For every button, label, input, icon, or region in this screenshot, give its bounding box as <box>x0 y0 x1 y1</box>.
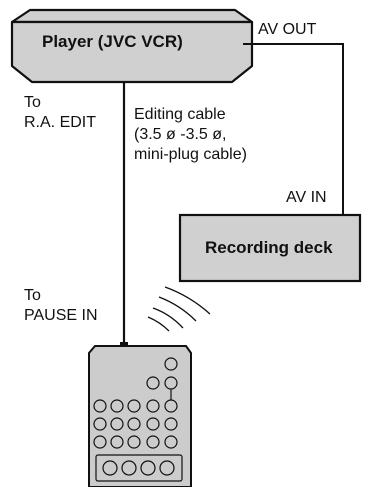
av-out-label: AV OUT <box>258 20 316 40</box>
to-pause-in-label-line1: To <box>24 286 41 306</box>
to-ra-edit-label-line1: To <box>24 93 41 113</box>
player-top-face <box>12 10 252 22</box>
editing-cable-label-line1: Editing cable <box>134 105 226 125</box>
player-label: Player (JVC VCR) <box>42 32 183 52</box>
player-body <box>12 22 252 82</box>
infrared-waves-icon <box>148 287 210 331</box>
to-pause-in-label-line2: PAUSE IN <box>24 306 98 326</box>
editing-cable-label-line3: mini-plug cable) <box>134 145 247 165</box>
recording-deck-label: Recording deck <box>205 238 333 258</box>
editing-cable-label-line2: (3.5 ø -3.5 ø, <box>134 125 226 145</box>
av-in-label: AV IN <box>286 188 327 208</box>
remote-control <box>89 342 191 487</box>
to-ra-edit-label-line2: R.A. EDIT <box>24 113 96 133</box>
remote-connector <box>120 342 128 347</box>
